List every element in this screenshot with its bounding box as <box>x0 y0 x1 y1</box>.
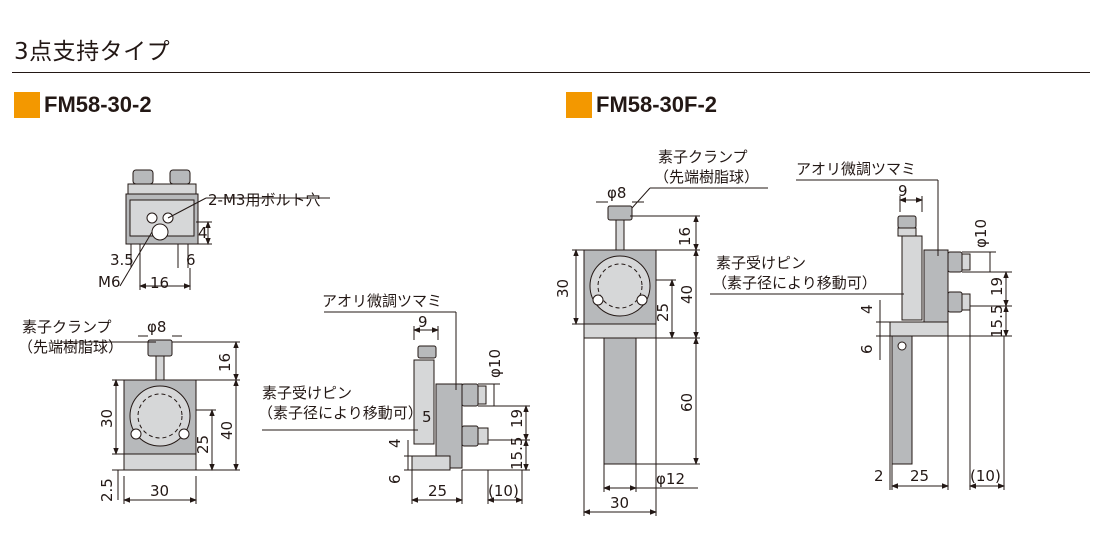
dim-19: 19 <box>508 409 526 428</box>
dim-5: 5 <box>422 408 432 426</box>
dim-phi12-f: φ12 <box>656 470 685 488</box>
model-heading-fm58-30-2: FM58-30-2 <box>14 92 152 118</box>
dim-25: 25 <box>194 435 212 454</box>
dim-40: 40 <box>218 421 236 440</box>
clamp-label-line1-f: 素子クランプ <box>658 148 748 166</box>
dim-25-side-f: 25 <box>910 467 929 485</box>
dim-16-base: 16 <box>150 274 169 292</box>
dim-2-f: 2 <box>874 467 884 485</box>
pin-label-line2-f: （素子径により移動可） <box>712 274 877 292</box>
dim-4: 4 <box>386 438 404 448</box>
fm58-30f-2-front-dims <box>572 187 768 516</box>
dim-6-side: 6 <box>386 474 404 484</box>
clamp-label-line2: （先端樹脂球） <box>18 338 123 356</box>
dim-6: 6 <box>186 251 196 269</box>
dim-4-top: 4 <box>198 224 208 242</box>
model-heading-fm58-30f-2: FM58-30F-2 <box>566 92 717 118</box>
dim-30-w-f: 30 <box>610 494 629 512</box>
dim-15-5-f: 15.5 <box>988 305 1006 338</box>
dim-16: 16 <box>216 353 234 372</box>
fm58-30f-2-side-dims <box>710 179 1012 490</box>
pin-label-line1-f: 素子受けピン <box>716 254 806 272</box>
dim-3-5: 3.5 <box>110 251 134 269</box>
clamp-label-line2-f: （先端樹脂球） <box>654 168 759 186</box>
dim-10: (10) <box>488 482 519 500</box>
fm58-30-2-side-view <box>411 345 489 471</box>
dim-phi10: φ10 <box>486 349 504 378</box>
dim-10-f: (10) <box>970 467 1001 485</box>
orange-square-icon <box>14 92 40 118</box>
dim-30-w: 30 <box>150 482 169 500</box>
dim-30-h-f: 30 <box>554 279 572 298</box>
fm58-30-2-side-dims <box>262 311 530 504</box>
dim-4-f: 4 <box>858 304 876 314</box>
dim-15-5: 15.5 <box>508 437 526 470</box>
fm58-30-2-front-dims <box>60 335 240 504</box>
dim-phi8-f: φ8 <box>607 184 626 202</box>
model-name: FM58-30F-2 <box>596 92 718 117</box>
adjust-knob-label: アオリ微調ツマミ <box>322 292 442 310</box>
fm58-30f-2-front-view <box>583 205 657 465</box>
orange-square-icon <box>566 92 592 118</box>
fm58-30f-2-side-view <box>889 215 971 465</box>
dim-16-f: 16 <box>676 227 694 246</box>
dim-phi10-f: φ10 <box>972 219 990 248</box>
dim-9: 9 <box>418 313 428 331</box>
fm58-30-2-front-view <box>123 339 197 471</box>
page-title: 3点支持タイプ <box>14 39 171 65</box>
title-divider <box>12 72 1090 73</box>
dim-19-f: 19 <box>988 277 1006 296</box>
fm58-30-2-top-view <box>125 169 199 245</box>
mount-holes-label: 2-M3用ボルト穴 <box>208 191 320 209</box>
fm58-30-2-top-dims <box>119 197 330 290</box>
dim-9-f: 9 <box>898 182 908 200</box>
pin-label-line2: （素子径により移動可） <box>258 404 423 422</box>
dim-40-f: 40 <box>678 285 696 304</box>
pin-label-line1: 素子受けピン <box>262 384 352 402</box>
screw-label: M6 <box>98 273 121 291</box>
dim-6-f: 6 <box>858 344 876 354</box>
dim-phi8: φ8 <box>147 318 166 336</box>
adjust-knob-label-f: アオリ微調ツマミ <box>796 160 916 178</box>
dim-2-5: 2.5 <box>98 478 116 502</box>
clamp-label-line1: 素子クランプ <box>22 318 112 336</box>
dim-25-f: 25 <box>654 303 672 322</box>
dim-60-f: 60 <box>678 393 696 412</box>
dim-30-h: 30 <box>98 409 116 428</box>
model-name: FM58-30-2 <box>44 92 152 117</box>
dim-25-side: 25 <box>428 482 447 500</box>
